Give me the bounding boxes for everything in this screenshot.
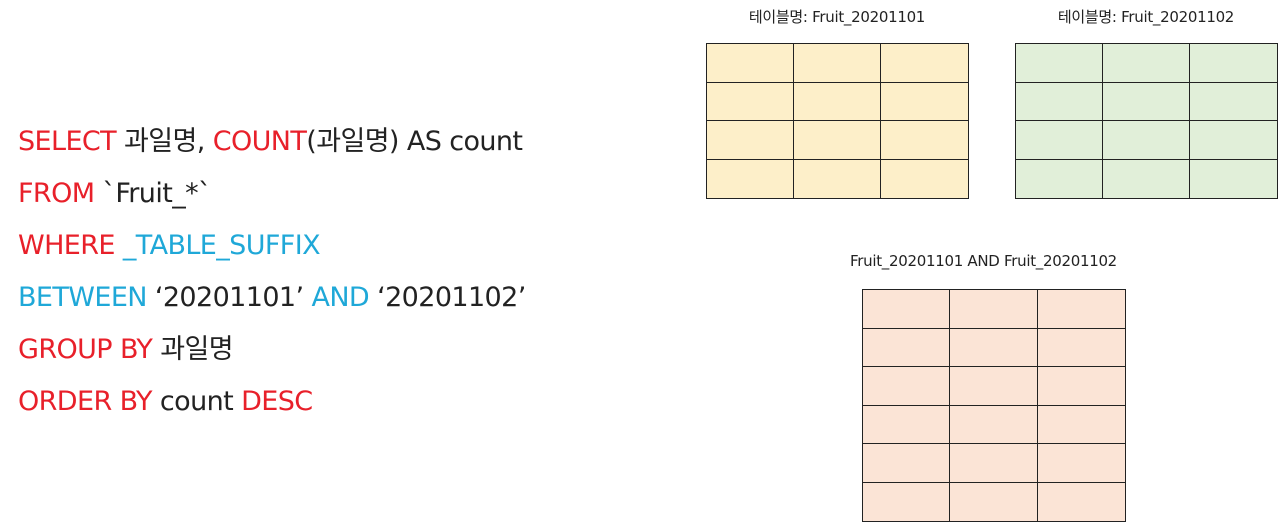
table-cell: [881, 160, 968, 199]
keyword-table-suffix: _TABLE_SUFFIX: [114, 230, 321, 261]
group-by-column: 과일명: [152, 334, 234, 365]
sql-line-between: BETWEEN ‘20201101’ AND ‘20201102’: [18, 276, 658, 328]
combined-table-grid: [862, 289, 1126, 522]
keyword-order-by: ORDER BY: [18, 386, 153, 417]
table-cell: [1190, 121, 1277, 160]
table-cell: [1016, 159, 1103, 198]
sql-line-group-by: GROUP BY 과일명: [18, 328, 658, 380]
keyword-desc: DESC: [241, 386, 313, 417]
table-cell: [863, 290, 951, 329]
table-cell: [863, 328, 951, 367]
keyword-count: COUNT: [212, 126, 307, 157]
order-by-column: count: [151, 386, 242, 417]
select-columns: 과일명,: [116, 126, 213, 157]
table-cell: [1016, 82, 1103, 121]
table-cell: [863, 367, 951, 406]
keyword-group-by: GROUP BY: [18, 334, 153, 365]
table-cell: [950, 405, 1038, 444]
table-cell: [1037, 444, 1125, 483]
table-cell: [1037, 329, 1125, 367]
keyword-between: BETWEEN: [18, 282, 147, 313]
table-cell: [881, 83, 968, 121]
table-cell: [707, 44, 794, 83]
table-cell: [881, 121, 968, 160]
keyword-select: SELECT: [18, 126, 117, 157]
sql-line-order-by: ORDER BY count DESC: [18, 380, 658, 432]
table-cell: [794, 82, 881, 121]
table-cell: [1016, 44, 1103, 83]
table-cell: [794, 159, 881, 198]
table-cell: [794, 44, 881, 83]
table-cell: [1103, 44, 1190, 83]
keyword-and: AND: [311, 282, 370, 313]
table-cell: [707, 121, 794, 160]
table-cell: [863, 405, 951, 444]
table-cell: [1037, 406, 1125, 444]
table-cell: [1038, 483, 1125, 522]
table-cell: [1103, 121, 1190, 160]
sql-line-from: FROM `Fruit_*`: [18, 172, 658, 224]
keyword-where: WHERE: [18, 230, 115, 261]
table-cell: [1037, 290, 1125, 329]
table-cell: [1037, 367, 1125, 406]
table-cell: [863, 482, 951, 521]
table-cell: [707, 159, 794, 198]
between-start-value: ‘20201101’: [146, 282, 312, 313]
from-table: `Fruit_*`: [94, 178, 211, 209]
table-cell: [950, 290, 1038, 329]
table1-caption: 테이블명: Fruit_20201101: [748, 8, 926, 26]
sql-line-select: SELECT 과일명, COUNT(과일명) AS count: [18, 120, 658, 172]
table-cell: [707, 82, 794, 121]
table2-caption: 테이블명: Fruit_20201102: [1057, 8, 1235, 26]
count-expression: (과일명) AS count: [306, 126, 523, 157]
table-cell: [1190, 160, 1277, 199]
keyword-from: FROM: [18, 178, 95, 209]
table-cell: [794, 121, 881, 160]
table-cell: [1016, 121, 1103, 160]
table-cell: [863, 444, 951, 483]
table-cell: [1103, 159, 1190, 198]
table1-grid: [706, 43, 969, 199]
table-cell: [1190, 83, 1277, 121]
table2-grid: [1015, 43, 1278, 199]
table-cell: [1190, 44, 1277, 83]
table-cell: [881, 44, 968, 83]
table-cell: [950, 444, 1038, 483]
sql-line-where: WHERE _TABLE_SUFFIX: [18, 224, 658, 276]
table-cell: [950, 328, 1038, 367]
combined-table-caption: Fruit_20201101 AND Fruit_20201102: [850, 252, 1117, 270]
table-cell: [950, 482, 1038, 521]
sql-query: SELECT 과일명, COUNT(과일명) AS count FROM `Fr…: [18, 120, 658, 432]
between-end-value: ‘20201102’: [369, 282, 526, 313]
table-cell: [1103, 82, 1190, 121]
table-cell: [950, 367, 1038, 406]
